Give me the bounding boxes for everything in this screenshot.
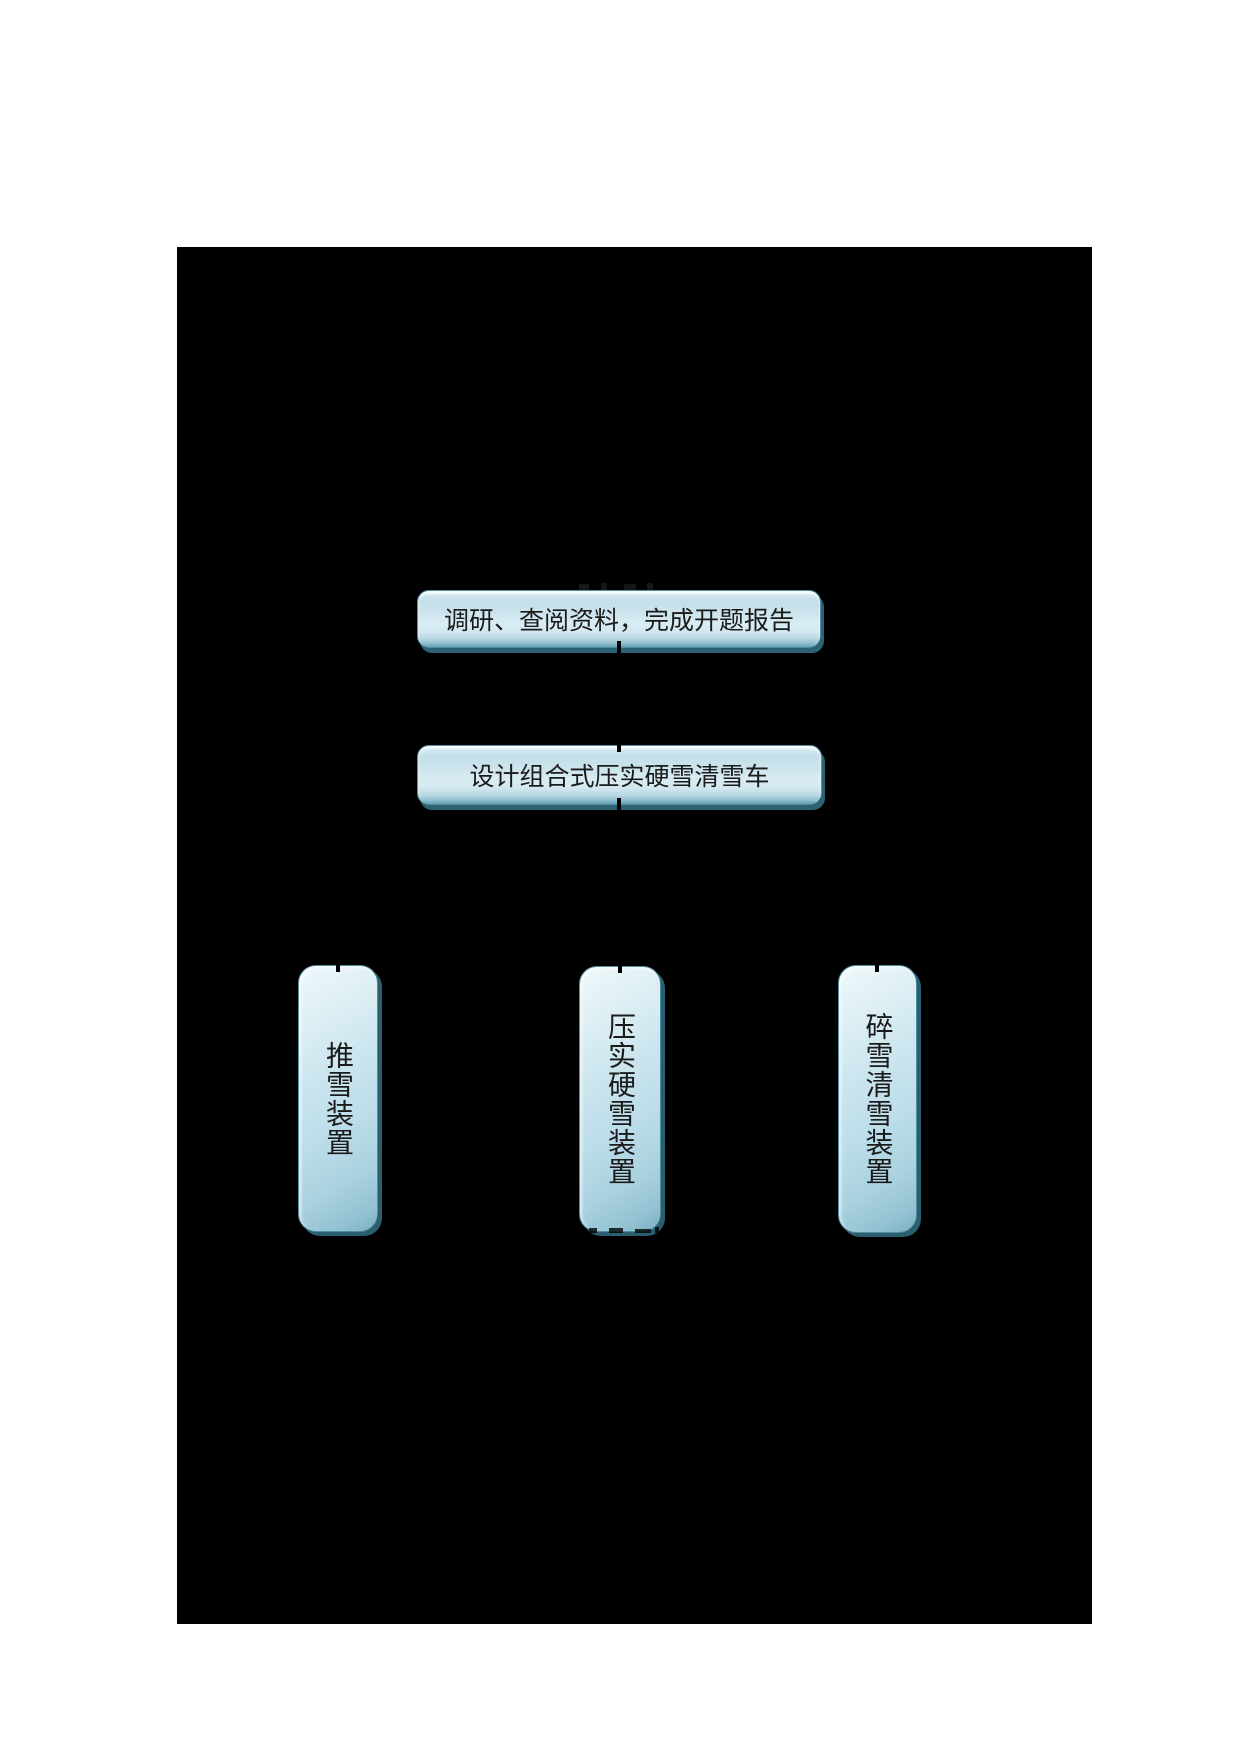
flow-node-push-device-label: 推雪装置 (322, 1040, 355, 1157)
hidden-text-artifact (601, 583, 607, 590)
connector-tick (336, 958, 340, 972)
flow-node-research: 调研、查阅资料，完成开题报告 (417, 590, 821, 648)
flow-node-research-label: 调研、查阅资料，完成开题报告 (443, 606, 794, 635)
hidden-text-artifact (579, 584, 589, 590)
flow-node-design: 设计组合式压实硬雪清雪车 (417, 745, 822, 805)
hidden-text-artifact (624, 584, 636, 590)
hidden-text-artifact (647, 583, 653, 590)
hidden-text-artifact (635, 1229, 651, 1233)
hidden-text-artifact (589, 1228, 597, 1233)
connector-tick (875, 958, 879, 972)
flowchart-canvas: 调研、查阅资料，完成开题报告 设计组合式压实硬雪清雪车 推雪装置 压实硬雪装置 … (177, 247, 1092, 1624)
flow-node-push-device: 推雪装置 (298, 965, 378, 1232)
flow-node-crush-device: 碎雪清雪装置 (838, 965, 917, 1233)
connector-tick (617, 641, 621, 655)
hidden-text-artifact (655, 1227, 659, 1233)
flow-node-compact-device-label: 压实硬雪装置 (604, 1012, 637, 1186)
flow-node-design-label: 设计组合式压实硬雪清雪车 (469, 762, 770, 791)
flow-node-crush-device-label: 碎雪清雪装置 (861, 1012, 895, 1186)
connector-tick (617, 798, 621, 812)
connector-tick (618, 959, 622, 973)
flow-node-compact-device: 压实硬雪装置 (579, 966, 661, 1232)
hidden-text-artifact (609, 1228, 623, 1233)
connector-tick (617, 738, 621, 752)
